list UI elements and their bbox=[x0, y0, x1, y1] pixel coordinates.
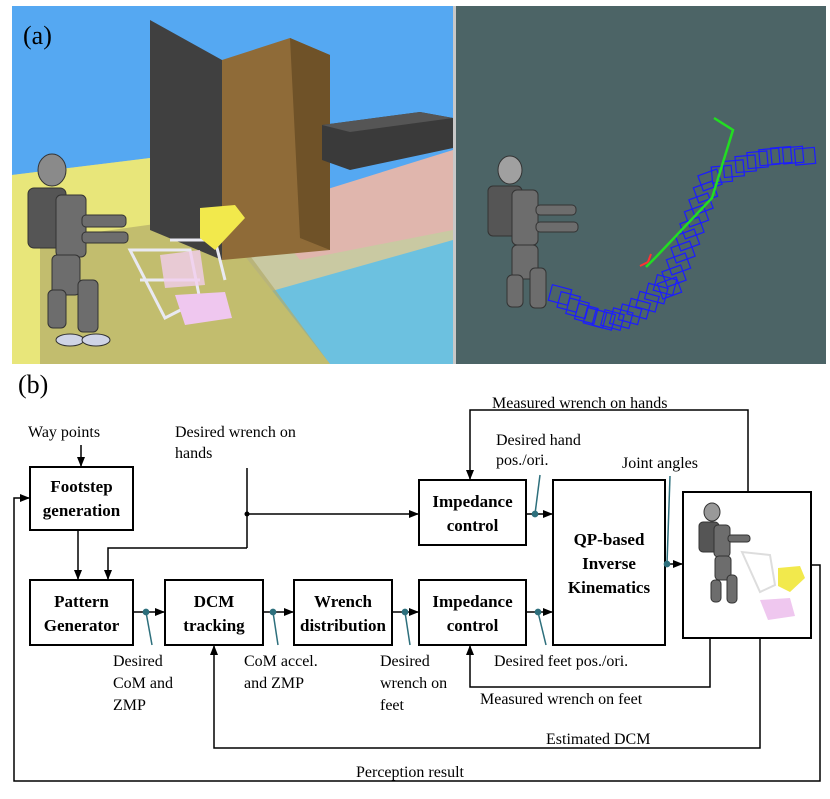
qp-line3: Kinematics bbox=[568, 578, 651, 597]
desired-com-line1: Desired bbox=[113, 653, 163, 670]
sim-floor-shadow bbox=[40, 215, 330, 364]
pattern-line2: Generator bbox=[44, 616, 120, 635]
imp-top-line2: control bbox=[447, 516, 499, 535]
sim-pink-box bbox=[160, 250, 205, 288]
footstep-line2: generation bbox=[43, 501, 121, 520]
footstep-mark bbox=[665, 252, 692, 276]
sim-grey-wall bbox=[150, 20, 222, 260]
simulation-view bbox=[12, 6, 453, 364]
qp-ik-block bbox=[552, 479, 666, 646]
footstep-mark bbox=[769, 145, 793, 165]
desired-wrench-hands-line2: hands bbox=[175, 445, 212, 462]
footstep-mark bbox=[608, 307, 634, 330]
footstep-mark bbox=[674, 228, 701, 252]
footstep-mark bbox=[635, 290, 660, 313]
sim-robot bbox=[27, 153, 129, 347]
footstep-mark bbox=[656, 276, 683, 300]
footstep-mark bbox=[746, 150, 769, 170]
desired-wrench-hands-line1: Desired wrench on bbox=[175, 424, 296, 441]
rviz-trajectory bbox=[645, 116, 735, 268]
desired-wrench-feet-line2: wrench on bbox=[380, 675, 447, 692]
footstep-generation-block bbox=[29, 466, 134, 531]
imp-bot-line1: Impedance bbox=[432, 592, 513, 611]
rviz-view bbox=[456, 6, 826, 364]
estimated-dcm-label: Estimated DCM bbox=[546, 731, 650, 748]
signal-taps bbox=[142, 474, 671, 646]
junction-dot bbox=[244, 511, 250, 517]
rviz-footsteps bbox=[547, 145, 817, 332]
footstep-mark bbox=[600, 308, 625, 332]
imp-top-line1: Impedance bbox=[432, 492, 513, 511]
wrench-distribution-block bbox=[293, 579, 393, 646]
wrench-line2: distribution bbox=[300, 616, 387, 635]
dcm-tracking-block bbox=[164, 579, 264, 646]
rviz-frame-marker bbox=[639, 253, 652, 267]
com-accel-line1: CoM accel. bbox=[244, 653, 318, 670]
footstep-mark bbox=[591, 308, 617, 331]
desired-wrench-feet-line1: Desired bbox=[380, 653, 430, 670]
impedance-control-bottom-block bbox=[418, 579, 527, 646]
desired-com-line2: CoM and bbox=[113, 675, 173, 692]
footstep-mark bbox=[793, 146, 817, 166]
impedance-control-top-block bbox=[418, 479, 527, 546]
footstep-mark bbox=[670, 240, 696, 264]
footstep-mark bbox=[734, 154, 757, 174]
footstep-line1: Footstep bbox=[50, 477, 112, 496]
footstep-mark bbox=[661, 264, 687, 288]
footstep-mark bbox=[781, 145, 805, 165]
imp-bot-line2: control bbox=[447, 616, 499, 635]
qp-line2: Inverse bbox=[582, 554, 636, 573]
pattern-generator-block bbox=[29, 579, 134, 646]
wrench-line1: Wrench bbox=[314, 592, 372, 611]
com-accel-line2: and ZMP bbox=[244, 675, 304, 692]
footstep-mark bbox=[722, 159, 746, 179]
rviz-robot bbox=[487, 155, 579, 309]
panel-b-label: (b) bbox=[18, 370, 48, 399]
panel-a-label: (a) bbox=[23, 21, 52, 50]
connectors bbox=[13, 409, 821, 782]
desired-hand-line2: pos./ori. bbox=[496, 452, 548, 469]
robot-thumbnail bbox=[698, 502, 805, 620]
footstep-mark bbox=[626, 297, 652, 320]
perception-result-label: Perception result bbox=[356, 764, 465, 781]
footstep-mark bbox=[758, 147, 781, 167]
desired-hand-line1: Desired hand bbox=[496, 432, 581, 449]
sim-pink-tray bbox=[175, 292, 232, 325]
sim-dark-slab-top bbox=[322, 112, 453, 132]
measured-wrench-feet-label: Measured wrench on feet bbox=[480, 691, 643, 708]
way-points-label: Way points bbox=[28, 424, 100, 441]
desired-com-line3: ZMP bbox=[113, 697, 146, 714]
sim-brown-box-side bbox=[290, 38, 330, 250]
measured-wrench-hands-label: Measured wrench on hands bbox=[492, 395, 668, 412]
pattern-line1: Pattern bbox=[54, 592, 109, 611]
desired-feet-label: Desired feet pos./ori. bbox=[494, 653, 628, 670]
qp-line1: QP-based bbox=[574, 530, 645, 549]
dcm-line1: DCM bbox=[194, 592, 235, 611]
dcm-line2: tracking bbox=[183, 616, 245, 635]
footstep-mark bbox=[652, 273, 678, 297]
sim-yellow-handle bbox=[200, 205, 245, 250]
joint-angles-label: Joint angles bbox=[622, 455, 698, 472]
desired-wrench-feet-line3: feet bbox=[380, 697, 405, 714]
footstep-mark bbox=[683, 204, 710, 228]
